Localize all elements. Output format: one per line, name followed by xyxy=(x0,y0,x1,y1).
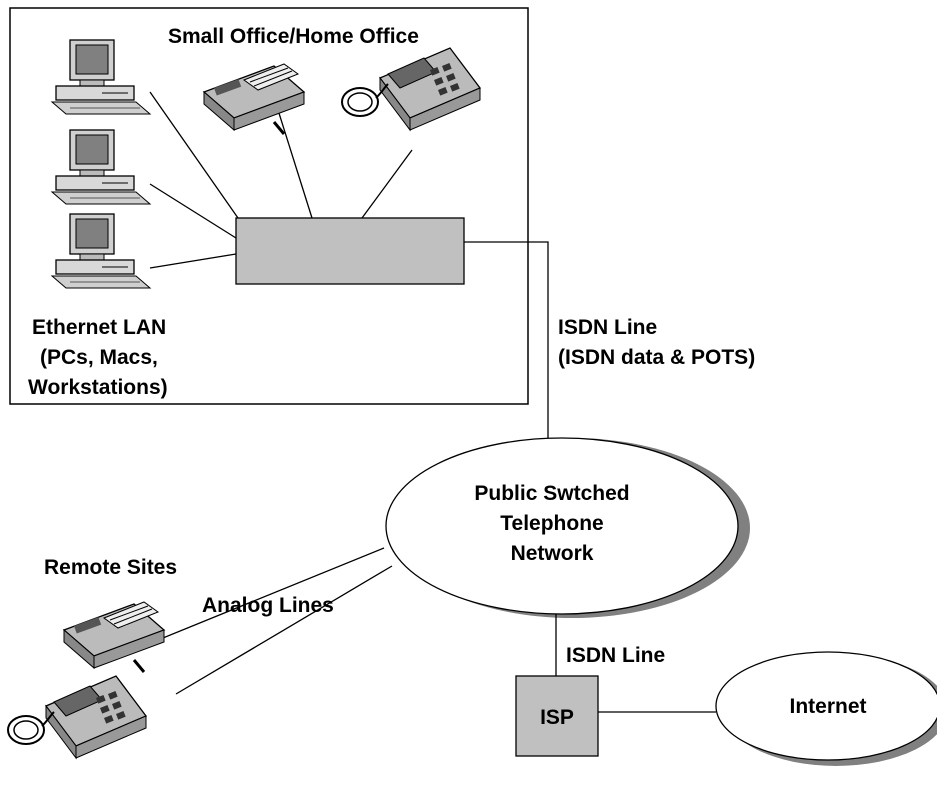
internet-label: Internet xyxy=(789,695,866,718)
link-pc3-hub xyxy=(149,253,237,269)
analog-lines-label: Analog Lines xyxy=(202,594,334,617)
desktop-computer-icon xyxy=(51,39,151,115)
lan-label-line3: Workstations) xyxy=(28,376,168,399)
pstn-cloud xyxy=(385,437,739,615)
isp-isdn-label: ISDN Line xyxy=(566,644,665,667)
pstn-label-line2: Telephone xyxy=(500,512,603,535)
telephone-icon xyxy=(7,675,147,759)
pstn-label-line1: Public Swtched xyxy=(474,482,629,505)
fax-machine-icon xyxy=(202,62,306,136)
isp-box xyxy=(515,675,599,757)
fax-machine-icon xyxy=(62,600,166,674)
isdn-label-line1: ISDN Line xyxy=(558,316,657,339)
soho-title: Small Office/Home Office xyxy=(168,25,419,48)
desktop-computer-icon xyxy=(51,213,151,289)
link-pc2-hub xyxy=(149,183,237,239)
isdn-router-box xyxy=(235,217,465,285)
lan-label-line2: (PCs, Macs, xyxy=(40,346,158,369)
isdn-line-soho xyxy=(464,241,549,440)
link-fax-hub xyxy=(277,109,313,219)
telephone-icon xyxy=(341,47,481,131)
remote-sites-title: Remote Sites xyxy=(44,556,177,579)
lan-label-line1: Ethernet LAN xyxy=(32,316,166,339)
link-pc1-hub xyxy=(149,91,239,219)
internet-cloud xyxy=(715,651,937,761)
pstn-label-line3: Network xyxy=(511,542,594,565)
isdn-label-line2: (ISDN data & POTS) xyxy=(558,346,755,369)
link-phone-hub xyxy=(361,149,413,219)
desktop-computer-icon xyxy=(51,129,151,205)
soho-frame xyxy=(9,7,529,405)
analog-line-2 xyxy=(175,565,393,695)
isp-label: ISP xyxy=(540,706,574,729)
analog-line-1 xyxy=(157,547,385,641)
